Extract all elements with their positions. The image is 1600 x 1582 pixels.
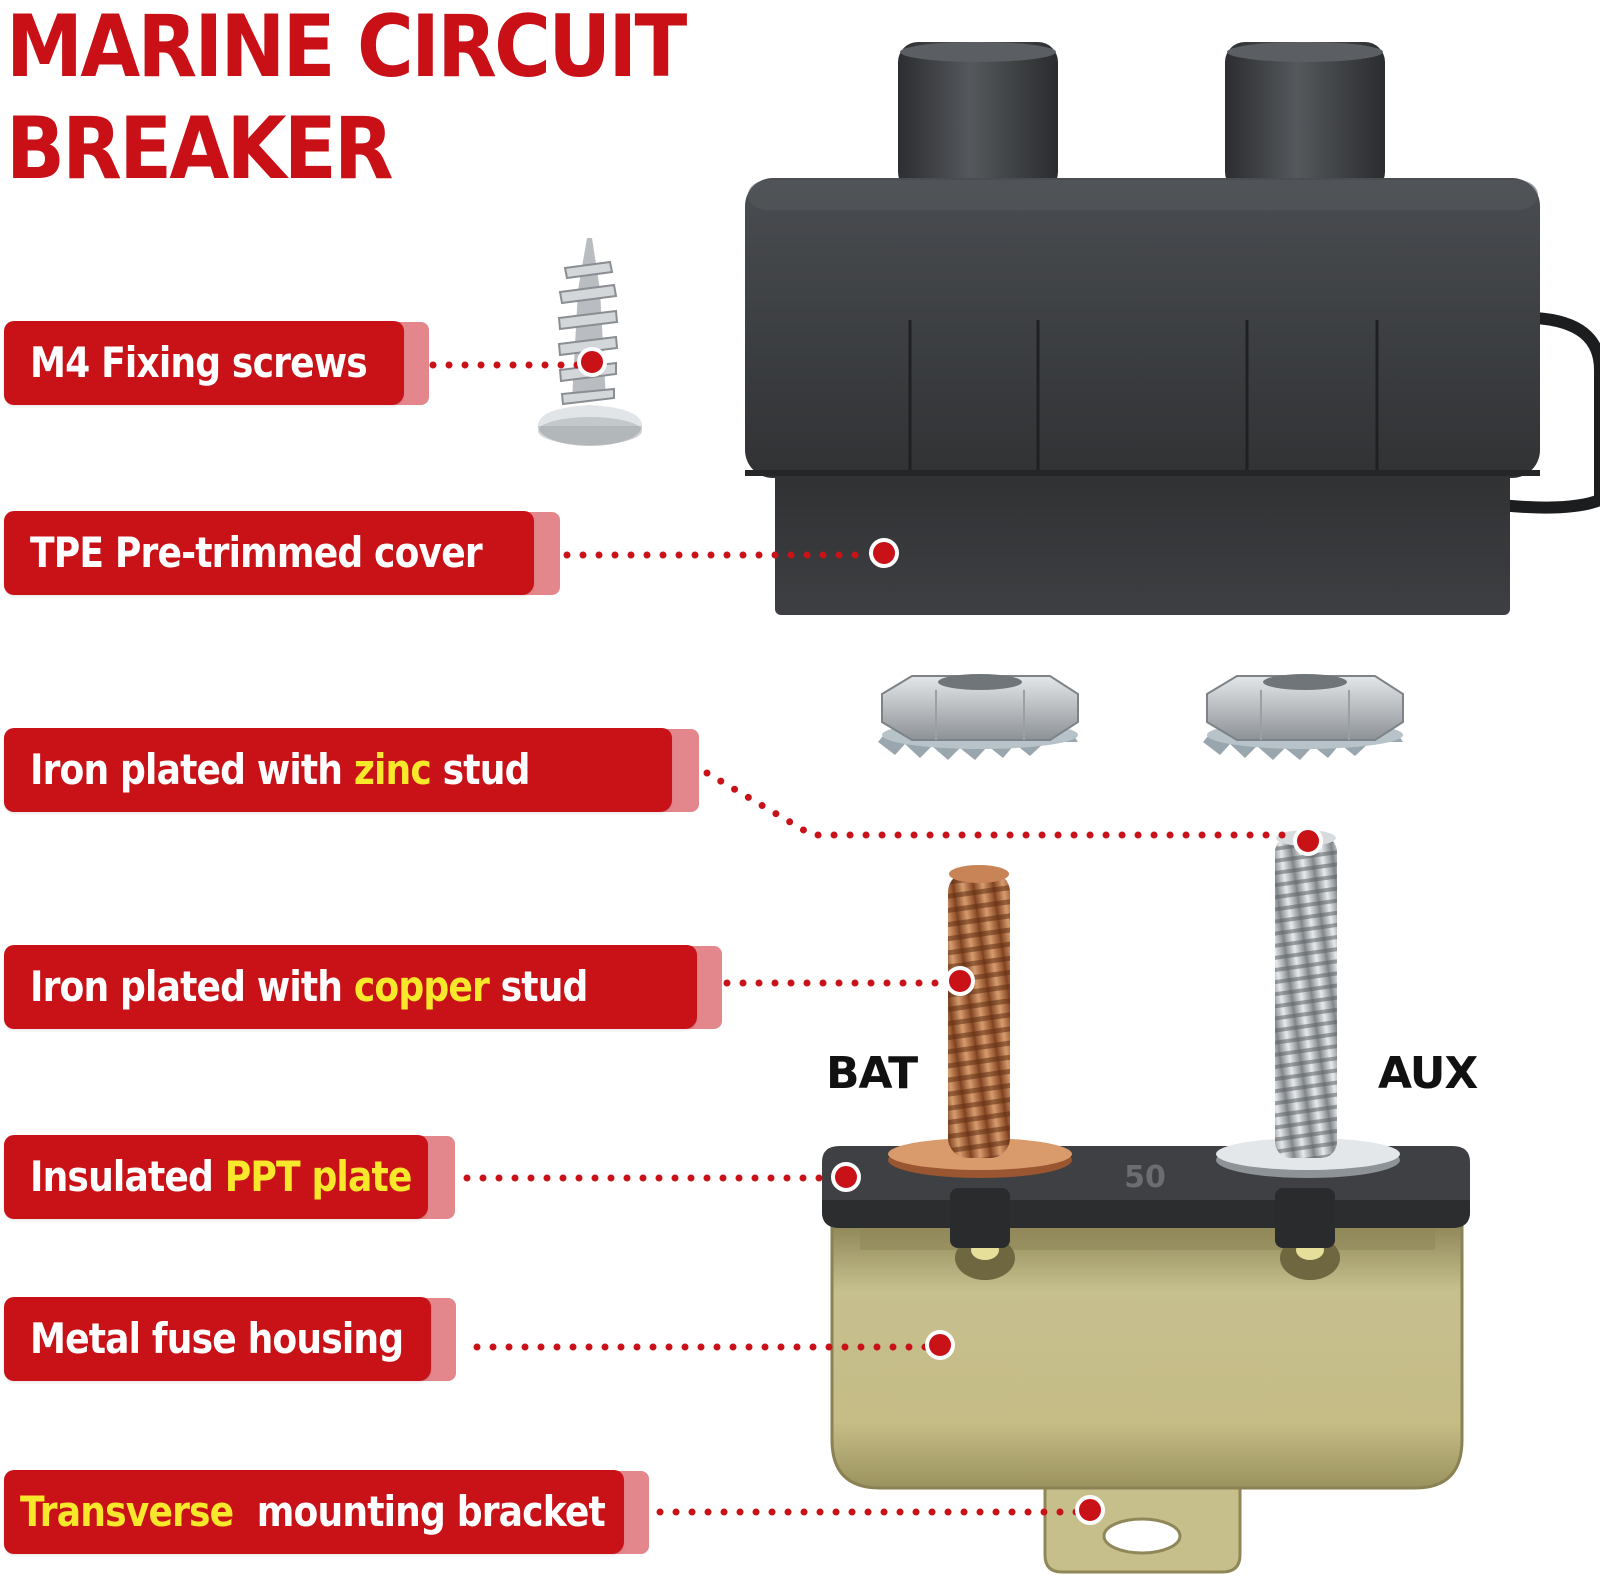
callout-mounting-bracket-label: Transverse mounting bracket: [20, 1470, 606, 1554]
callout-text: Metal fuse housing: [30, 1314, 404, 1363]
callout-ppt-plate: Insulated PPT plate: [4, 1135, 455, 1219]
callout-text: stud: [488, 962, 589, 1011]
callout-metal-housing-label: Metal fuse housing: [30, 1297, 404, 1381]
callout-zinc-stud-label: Iron plated with zinc stud: [30, 728, 530, 812]
callout-highlight-text: copper: [353, 962, 490, 1011]
callout-tpe-cover-label: TPE Pre-trimmed cover: [30, 511, 483, 595]
callout-highlight-text: PPT plate: [224, 1152, 413, 1201]
tpe-cover-image: [745, 42, 1600, 615]
circuit-breaker-image: 50: [822, 830, 1470, 1574]
callout-text: M4 Fixing screws: [30, 338, 368, 387]
fixing-screw-image: [538, 238, 642, 446]
callout-marker-dots: [577, 347, 1323, 1525]
callout-highlight-text: zinc: [353, 745, 432, 794]
plate-rating-marking: 50: [1124, 1160, 1166, 1195]
callout-leader-lines: [429, 361, 1302, 1516]
title-line-1: MARINE CIRCUIT: [6, 0, 687, 97]
callout-text: TPE Pre-trimmed cover: [30, 528, 483, 577]
callout-text: stud: [430, 745, 531, 794]
callout-zinc-stud: Iron plated with zinc stud: [4, 728, 699, 812]
callout-tpe-cover: TPE Pre-trimmed cover: [4, 511, 560, 595]
callout-highlight-text: Transverse: [20, 1487, 234, 1536]
title-line-2: BREAKER: [6, 99, 394, 199]
callout-mounting-bracket: Transverse mounting bracket: [4, 1470, 649, 1554]
callout-fixing-screws-label: M4 Fixing screws: [30, 321, 368, 405]
callout-fixing-screws: M4 Fixing screws: [4, 321, 429, 405]
terminal-label-aux: AUX: [1378, 1048, 1478, 1099]
callout-text: Insulated: [30, 1152, 225, 1201]
callout-copper-stud-label: Iron plated with copper stud: [30, 945, 588, 1029]
callout-text: Iron plated with: [30, 962, 354, 1011]
hex-nuts-image: [878, 674, 1404, 760]
callout-text: Iron plated with: [30, 745, 354, 794]
callout-text: mounting bracket: [233, 1487, 606, 1536]
terminal-label-bat: BAT: [826, 1048, 918, 1099]
callout-ppt-plate-label: Insulated PPT plate: [30, 1135, 412, 1219]
callout-metal-housing: Metal fuse housing: [4, 1297, 456, 1381]
callout-copper-stud: Iron plated with copper stud: [4, 945, 722, 1029]
